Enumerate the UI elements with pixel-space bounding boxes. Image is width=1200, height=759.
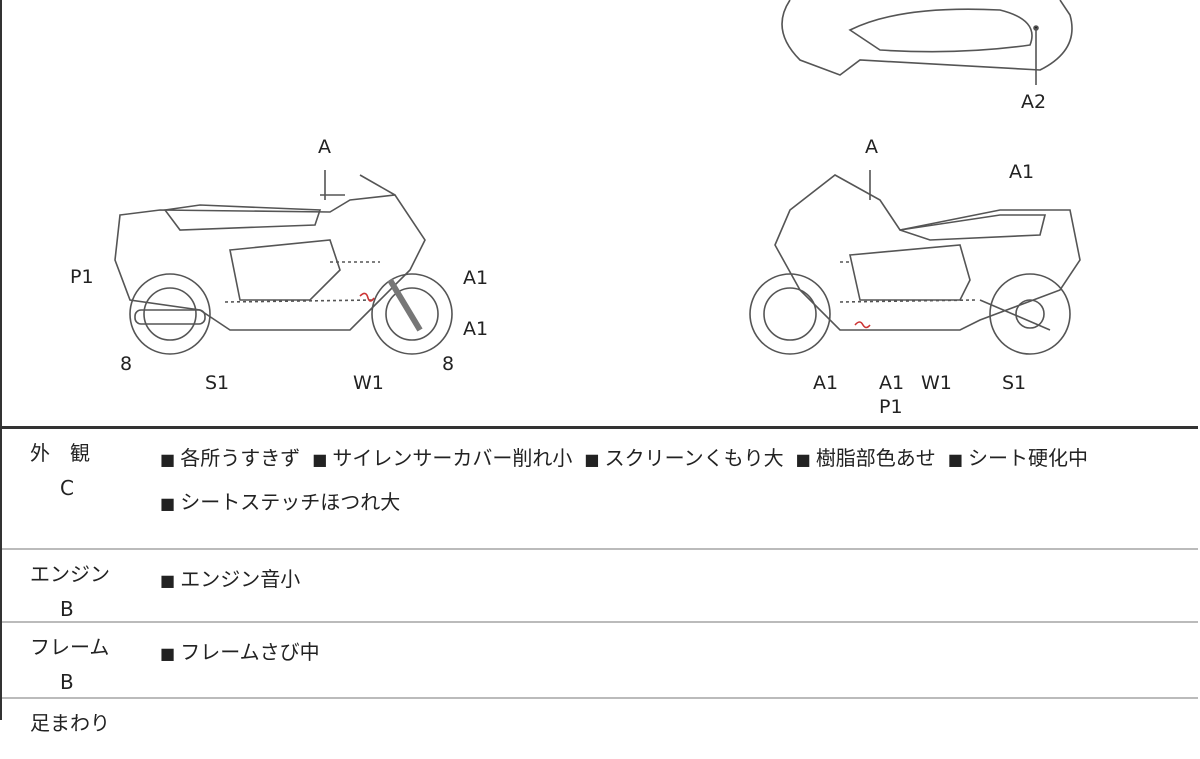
table-row-exterior: 外 観C 各所うすきずサイレンサーカバー削れ小スクリーンくもり大樹脂部色あせシー… [2, 429, 1198, 550]
label-w1: W1 [353, 372, 384, 394]
label-a: A [865, 136, 878, 158]
label-8: 8 [442, 353, 455, 375]
category-label: フレーム [30, 635, 110, 659]
sheet-frame [0, 0, 1200, 720]
label-a1: A1 [463, 267, 489, 289]
scooter-diagrams [114, 0, 1081, 355]
label-a1: A1 [463, 318, 489, 340]
label-s1: S1 [205, 372, 230, 394]
label-p1: P1 [70, 266, 94, 288]
label-a: A [318, 136, 331, 158]
label-a2: A2 [1021, 91, 1047, 113]
table-row-frame: フレーム B フレームさび中 [2, 623, 1198, 699]
table-row-suspension: 足まわり [2, 699, 1198, 759]
list-item: スクリーンくもり大 [584, 446, 783, 470]
grade: B [60, 670, 74, 694]
list-item: サイレンサーカバー削れ小 [312, 446, 572, 470]
grade: B [60, 597, 74, 621]
list-item: 樹脂部色あせ [796, 446, 936, 470]
category-label: エンジン [30, 562, 110, 586]
list-item: フレームさび中 [160, 640, 320, 664]
top-view-scooter [781, 0, 1073, 85]
label-s1: S1 [1002, 372, 1027, 394]
table-row-engine: エンジン B エンジン音小 [2, 550, 1198, 623]
list-item: シートステッチほつれ大 [160, 490, 400, 514]
right-side-scooter [749, 170, 1081, 355]
label-8: 8 [120, 353, 133, 375]
left-side-scooter [114, 170, 453, 355]
category-label: 足まわり [30, 711, 110, 735]
label-p1: P1 [879, 396, 903, 418]
label-w1: W1 [921, 372, 952, 394]
label-a1: A1 [813, 372, 839, 394]
label-a1: A1 [1009, 161, 1035, 183]
list-item: シート硬化中 [948, 446, 1088, 470]
list-item: エンジン音小 [160, 567, 300, 591]
label-a1: A1 [879, 372, 905, 394]
item-list: 各所うすきずサイレンサーカバー削れ小スクリーンくもり大樹脂部色あせシート硬化中シ… [160, 437, 1190, 525]
grade: C [60, 476, 74, 500]
category-label: 外 観 [30, 441, 90, 465]
list-item: 各所うすきず [160, 446, 300, 470]
condition-table: 外 観C 各所うすきずサイレンサーカバー削れ小スクリーンくもり大樹脂部色あせシー… [2, 426, 1198, 759]
